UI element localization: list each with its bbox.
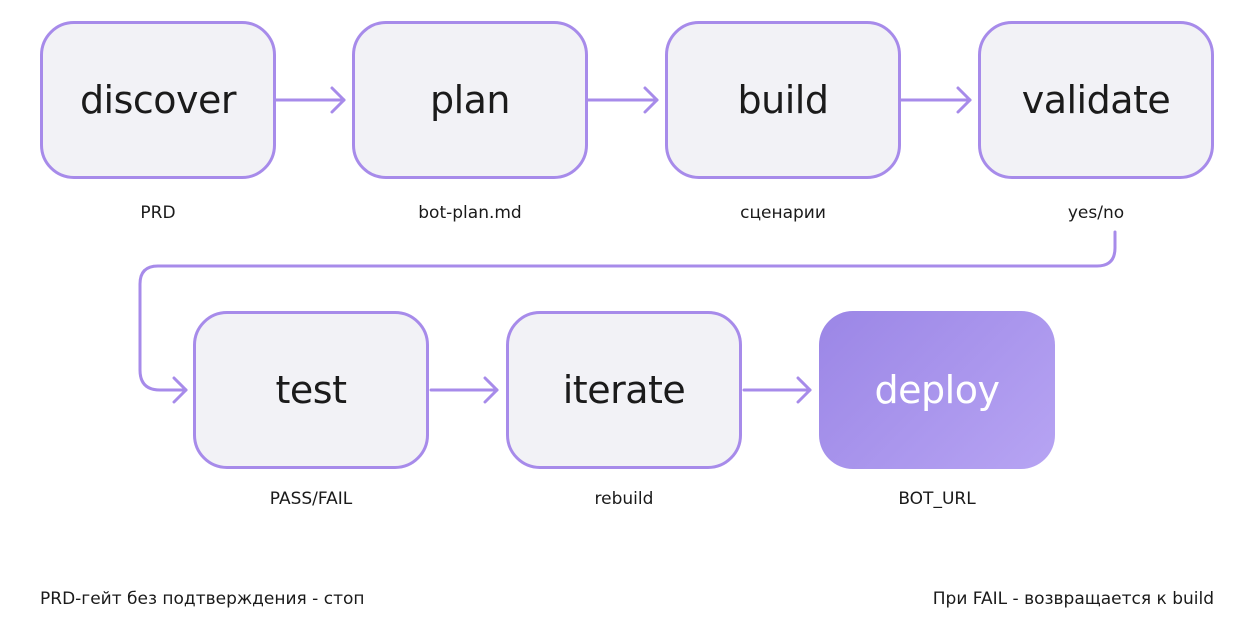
step-label: plan xyxy=(429,78,511,122)
output-test: PASS/FAIL xyxy=(269,489,353,509)
arrow-iterate-to-deploy xyxy=(742,376,812,404)
step-discover: discover xyxy=(40,21,276,179)
output-deploy: BOT_URL xyxy=(898,489,976,509)
step-label: test xyxy=(275,368,347,412)
step-label: discover xyxy=(79,78,237,122)
arrow-plan-to-build xyxy=(586,86,659,114)
output-discover: PRD xyxy=(140,203,176,223)
note-prd-gate: PRD-гейт без подтверждения - стоп xyxy=(40,589,365,609)
step-deploy: deploy xyxy=(819,311,1055,469)
output-iterate: rebuild xyxy=(594,489,654,509)
output-build: сценарии xyxy=(740,203,826,223)
output-plan: bot-plan.md xyxy=(418,203,522,223)
step-label: validate xyxy=(1021,78,1171,122)
arrow-discover-to-plan xyxy=(274,86,346,114)
note-fail-return: При FAIL - возвращается к build xyxy=(932,589,1214,609)
step-label: iterate xyxy=(562,368,686,412)
connector-validate-to-test xyxy=(138,230,1117,404)
step-build: build xyxy=(665,21,901,179)
step-plan: plan xyxy=(352,21,588,179)
step-label: deploy xyxy=(874,368,1000,412)
arrow-build-to-validate xyxy=(899,86,972,114)
output-validate: yes/no xyxy=(1067,203,1125,223)
step-label: build xyxy=(737,78,829,122)
step-iterate: iterate xyxy=(506,311,742,469)
step-test: test xyxy=(193,311,429,469)
arrow-test-to-iterate xyxy=(429,376,499,404)
step-validate: validate xyxy=(978,21,1214,179)
